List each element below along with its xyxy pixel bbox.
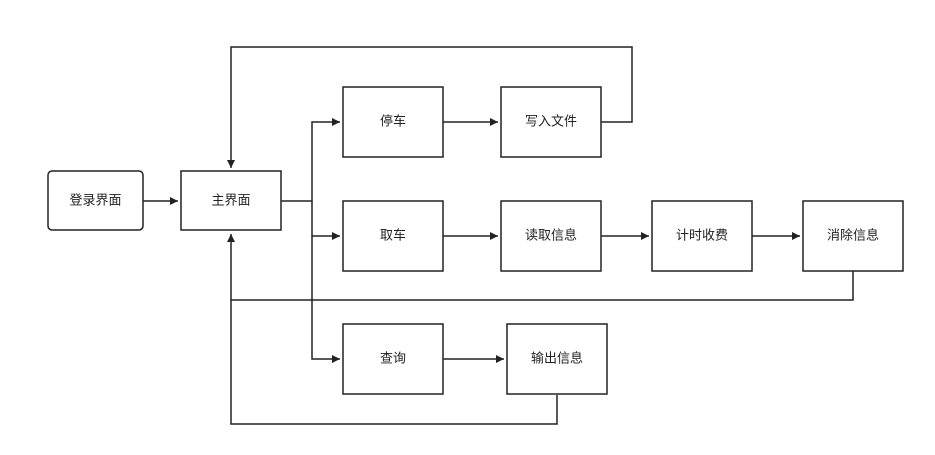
- node-main-box: [180, 170, 282, 231]
- node-login: 登录界面: [47, 170, 144, 231]
- node-output-info-box: [506, 323, 608, 395]
- node-read-info-box: [500, 200, 602, 272]
- node-write-file-label: 写入文件: [525, 115, 577, 130]
- node-timing-fee: 计时收费: [651, 200, 753, 272]
- node-output-info: 输出信息: [506, 323, 608, 395]
- node-output-info-label: 输出信息: [531, 351, 583, 367]
- node-query-label: 查询: [380, 352, 406, 367]
- edge-write-file-to-main: [227, 46, 633, 168]
- node-read-info-label: 读取信息: [525, 228, 577, 244]
- node-main-label: 主界面: [211, 194, 250, 209]
- edge-main-to-retrieve: [311, 201, 340, 240]
- node-retrieve: 取车: [342, 200, 444, 272]
- node-query-box: [342, 323, 444, 395]
- edge-main-to-query: [311, 236, 340, 363]
- node-delete-info-box: [802, 200, 904, 272]
- edge-delete-info-to-main: [227, 234, 854, 301]
- node-query: 查询: [342, 323, 444, 395]
- node-main: 主界面: [180, 170, 282, 231]
- node-park-label: 停车: [380, 114, 406, 130]
- node-delete-info: 消除信息: [802, 200, 904, 272]
- node-delete-info-label: 消除信息: [827, 228, 879, 244]
- node-timing-fee-box: [651, 200, 753, 272]
- node-park: 停车: [342, 86, 444, 158]
- node-retrieve-box: [342, 200, 444, 272]
- node-write-file-box: [500, 86, 602, 158]
- node-retrieve-label: 取车: [380, 228, 406, 244]
- edges: [143, 46, 854, 425]
- node-login-box: [47, 170, 144, 231]
- edge-main-to-park: [281, 118, 340, 202]
- node-park-box: [342, 86, 444, 158]
- node-read-info: 读取信息: [500, 200, 602, 272]
- node-write-file: 写入文件: [500, 86, 602, 158]
- node-login-label: 登录界面: [69, 194, 121, 209]
- node-timing-fee-label: 计时收费: [676, 229, 728, 244]
- edge-output-info-to-main: [230, 300, 558, 425]
